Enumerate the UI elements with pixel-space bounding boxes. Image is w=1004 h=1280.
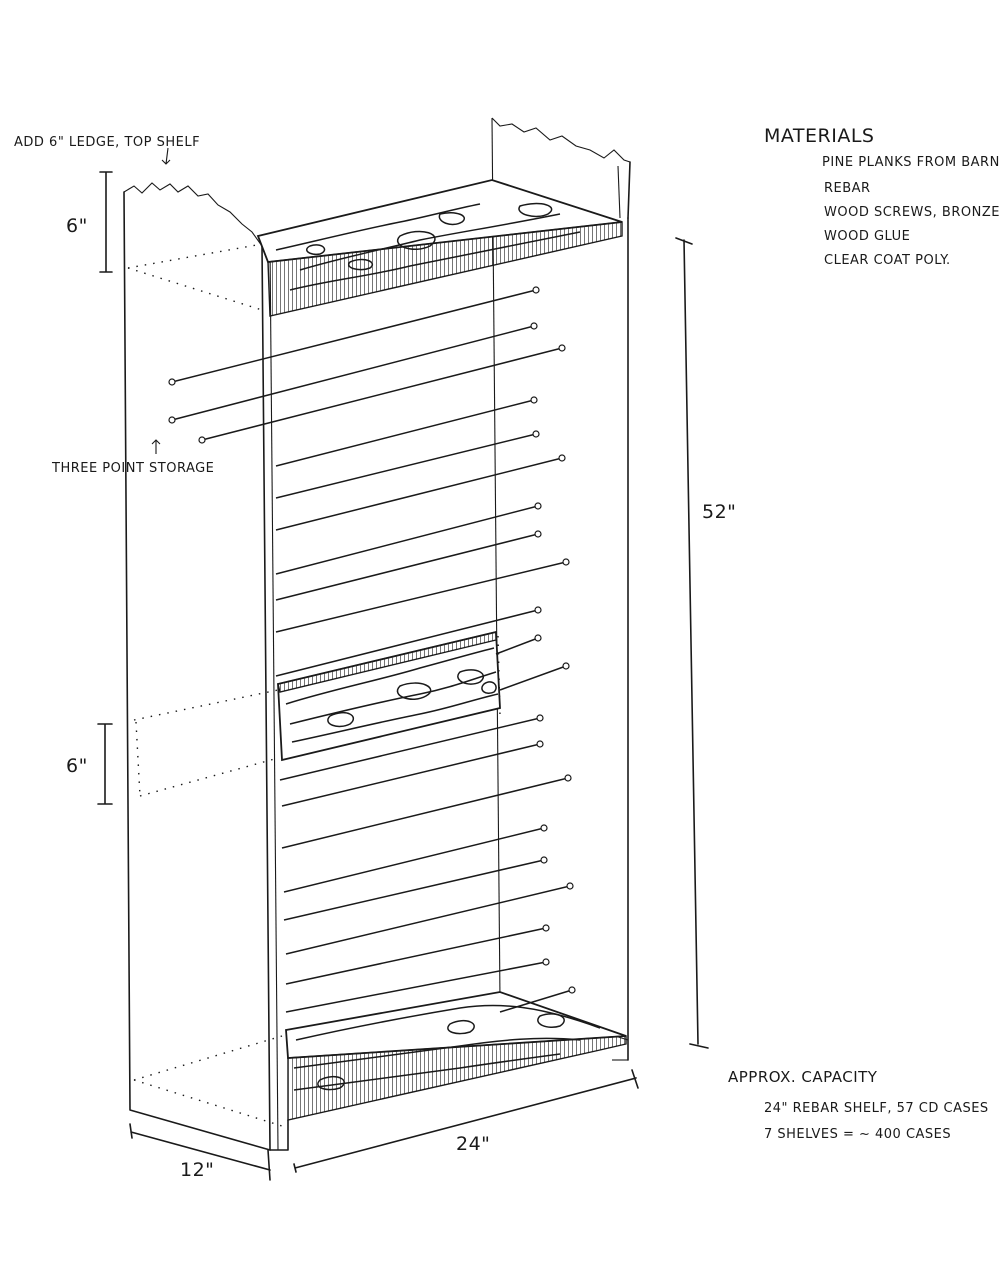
- capacity-notes: APPROX. CAPACITY 24" REBAR SHELF, 57 CD …: [728, 1068, 989, 1142]
- dim-width: 24": [456, 1133, 490, 1155]
- rebar-rods: [168, 286, 576, 1013]
- three-point-note: THREE POINT STORAGE: [51, 461, 214, 476]
- dim-top-ledge: 6": [66, 215, 88, 237]
- material-item: REBAR: [824, 181, 871, 196]
- dim-depth: 12": [180, 1159, 214, 1181]
- material-item: WOOD GLUE: [824, 229, 910, 244]
- dimension-lines: [97, 147, 709, 1181]
- middle-ledge-plank: [277, 630, 501, 762]
- dim-height: 52": [702, 501, 736, 523]
- material-item: WOOD SCREWS, BRONZE: [824, 205, 1000, 220]
- capacity-line: 7 SHELVES = ~ 400 CASES: [764, 1127, 951, 1142]
- top-shelf-plank: [256, 179, 623, 317]
- bottom-shelf-plank: [285, 991, 627, 1121]
- ledge-note: ADD 6" LEDGE, TOP SHELF: [14, 135, 200, 150]
- annotations: ADD 6" LEDGE, TOP SHELF THREE POINT STOR…: [14, 135, 736, 1181]
- material-item: CLEAR COAT POLY.: [824, 253, 951, 268]
- materials-list: MATERIALS PINE PLANKS FROM BARN REBAR WO…: [764, 125, 1000, 268]
- material-item: PINE PLANKS FROM BARN: [822, 155, 1000, 170]
- capacity-line: 24" REBAR SHELF, 57 CD CASES: [764, 1101, 989, 1116]
- materials-title: MATERIALS: [764, 125, 874, 147]
- dim-mid-ledge: 6": [66, 755, 88, 777]
- capacity-title: APPROX. CAPACITY: [728, 1068, 878, 1086]
